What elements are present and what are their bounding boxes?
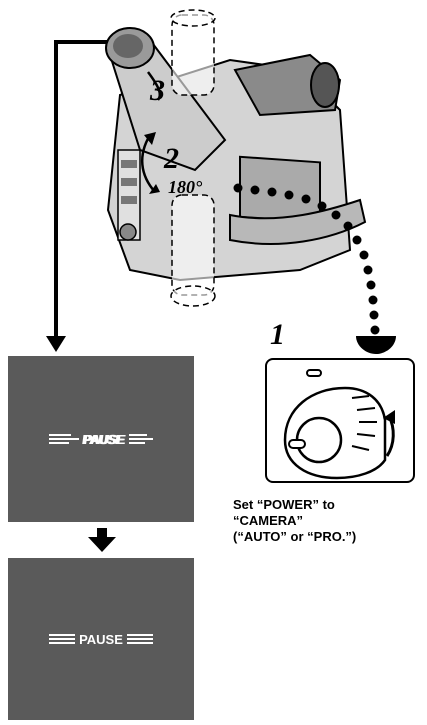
caption-line-1: Set “POWER” to bbox=[233, 497, 335, 512]
pause-left-lines bbox=[49, 434, 80, 444]
step-number-2: 2 bbox=[164, 142, 179, 175]
angle-label: 180° bbox=[168, 177, 203, 197]
down-arrow bbox=[88, 528, 116, 552]
pause-text-blurred: PAUSE bbox=[82, 431, 126, 447]
dial-pointer-head bbox=[356, 336, 396, 354]
pause-right-lines bbox=[128, 434, 153, 444]
viewfinder bbox=[105, 27, 227, 172]
viewfinder-rotated-ghost bbox=[170, 9, 216, 307]
pause-indicator-blurred: PAUSE bbox=[49, 431, 153, 447]
pause-left-lines bbox=[49, 634, 76, 644]
power-dial-panel bbox=[265, 358, 415, 483]
power-dial bbox=[283, 369, 395, 480]
caption-line-3: (“AUTO” or “PRO.”) bbox=[233, 529, 357, 544]
pause-right-lines bbox=[126, 634, 153, 644]
pause-indicator: PAUSE bbox=[49, 632, 153, 647]
caption-line-2: “CAMERA” bbox=[233, 513, 304, 528]
dotted-pointer-to-dial bbox=[233, 183, 380, 335]
step-number-1: 1 bbox=[270, 318, 285, 351]
pointer-arrow-to-screen bbox=[54, 40, 115, 340]
pointer-arrowhead bbox=[46, 336, 66, 352]
viewfinder-screen-clear: PAUSE bbox=[8, 558, 194, 720]
step-number-3: 3 bbox=[150, 74, 165, 107]
pause-text: PAUSE bbox=[79, 631, 123, 647]
instruction-caption: Set “POWER” to “CAMERA” (“AUTO” or “PRO.… bbox=[233, 497, 423, 545]
rotate-arrow-180 bbox=[140, 71, 162, 193]
camcorder-illustration bbox=[46, 9, 396, 354]
viewfinder-screen-blurred: PAUSE bbox=[8, 356, 194, 522]
